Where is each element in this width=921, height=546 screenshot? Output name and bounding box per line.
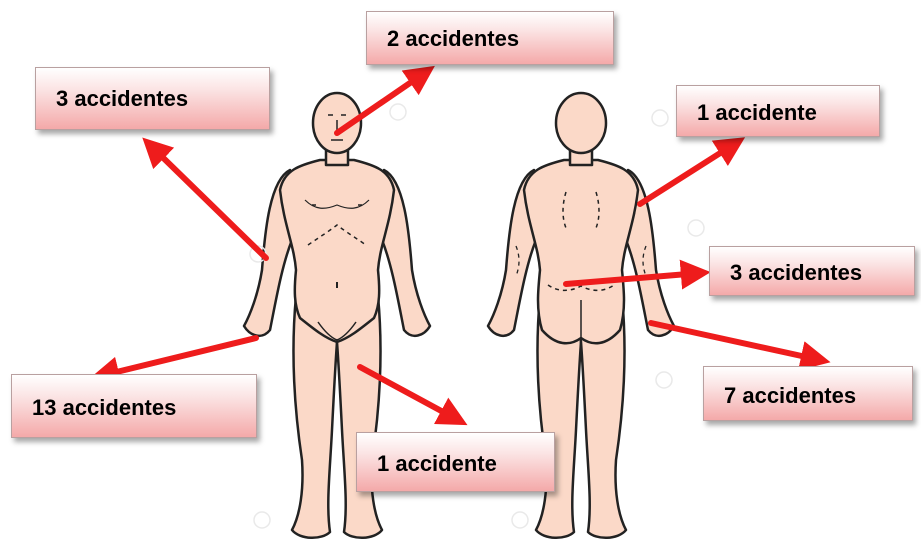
arrow-arm-front xyxy=(150,145,266,258)
label-lower-back-text: 3 accidentes xyxy=(730,262,862,284)
arrow-shoulder-back xyxy=(640,143,736,204)
label-hand-front-text: 13 accidentes xyxy=(32,397,176,419)
label-arm-front: 3 accidentes xyxy=(35,67,270,130)
label-nose: 2 accidentes xyxy=(366,11,614,65)
label-knee-text: 1 accidente xyxy=(377,453,497,475)
arrow-hand-front xyxy=(100,338,256,376)
back-head xyxy=(556,93,606,153)
label-lower-back: 3 accidentes xyxy=(709,246,915,296)
label-arm-front-text: 3 accidentes xyxy=(56,88,188,110)
label-shoulder-back: 1 accidente xyxy=(676,85,880,137)
label-hand-front: 13 accidentes xyxy=(11,374,257,438)
label-shoulder-back-text: 1 accidente xyxy=(697,102,817,124)
label-hand-back: 7 accidentes xyxy=(703,366,913,421)
arrow-hand-back xyxy=(651,323,820,360)
label-nose-text: 2 accidentes xyxy=(387,28,519,50)
label-knee: 1 accidente xyxy=(356,432,555,492)
label-hand-back-text: 7 accidentes xyxy=(724,385,856,407)
